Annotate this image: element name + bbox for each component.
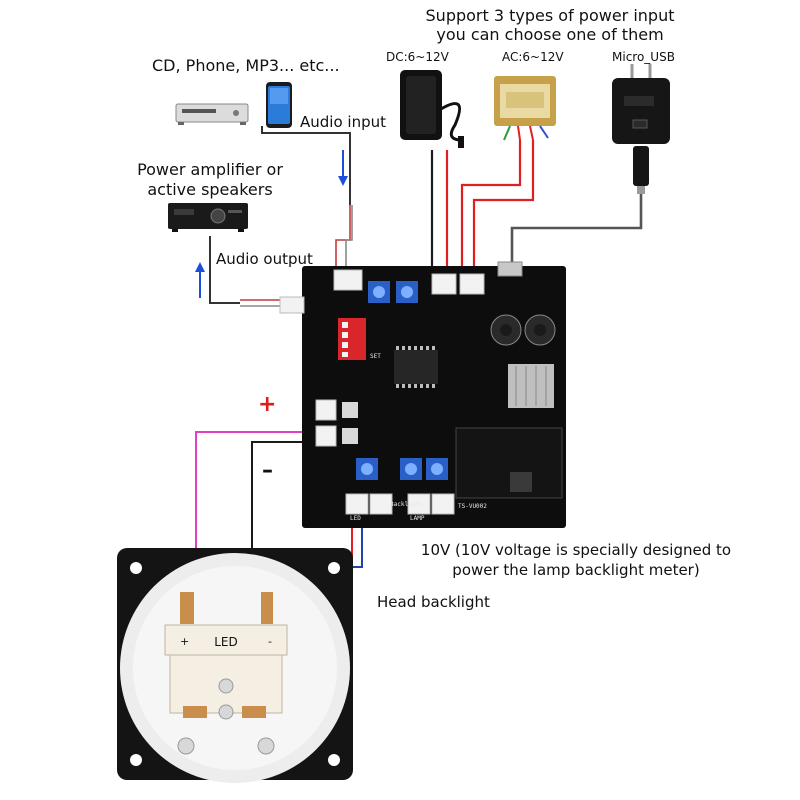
audio-input-arrow <box>338 150 348 186</box>
ac-label: AC:6~12V <box>502 50 564 64</box>
audio-input-lead-white <box>345 205 353 268</box>
audio-input-label: Audio input <box>300 113 386 131</box>
board-label-led: LED <box>350 515 361 522</box>
lamp-voltage-note: 10V (10V voltage is specially designed t… <box>396 540 756 580</box>
heatsink <box>508 364 554 408</box>
power-input-heading: Support 3 types of power input you can c… <box>380 6 720 44</box>
mount-screw <box>218 704 234 720</box>
backlight-connector <box>369 493 393 515</box>
inductor <box>510 472 532 492</box>
led-plate-minus: - <box>268 635 272 648</box>
usb-cable <box>510 185 643 265</box>
board-label-backlight: Backlight <box>390 501 423 508</box>
led-connector <box>345 493 369 515</box>
dc-label: DC:6~12V <box>386 50 449 64</box>
led-plate-label: LED <box>214 635 238 649</box>
main-ic <box>394 350 438 384</box>
vu-driver-board: TS-VU002 SET LED LAMP Backlight <box>279 261 566 528</box>
sources-label: CD, Phone, MP3... etc... <box>152 56 340 75</box>
trim-pot-small-1 <box>342 402 358 418</box>
audio-output-arrow <box>195 262 205 298</box>
head-backlight-label: Head backlight <box>377 593 490 611</box>
trim-pot-small-2 <box>342 428 358 444</box>
led-plate <box>164 624 288 656</box>
audio-input-lead-red <box>335 205 351 268</box>
power-input-heading-line2: you can choose one of them <box>436 25 664 44</box>
audio-output-cable <box>209 236 240 304</box>
dc-adapter-icon <box>400 70 464 148</box>
amplifier-label: Power amplifier or active speakers <box>120 160 300 200</box>
audio-input-cable <box>261 126 351 205</box>
board-model: TS-VU002 <box>458 503 487 510</box>
minus-sign: – <box>262 458 273 483</box>
audio-input-connector <box>333 269 363 291</box>
micro-usb-port <box>497 261 523 277</box>
meter-terminal-negative <box>242 706 266 718</box>
led-plate-plus: + <box>180 635 189 648</box>
center-screw <box>218 678 234 694</box>
power-input-heading-line1: Support 3 types of power input <box>425 6 675 25</box>
meter-connector-l <box>315 399 337 421</box>
led-pin-negative <box>261 592 273 624</box>
phone-icon <box>266 82 292 128</box>
meter-terminal-positive <box>183 706 207 718</box>
led-pin-positive <box>180 592 194 624</box>
meter-connector-r <box>315 425 337 447</box>
lamp-connector-2 <box>431 493 455 515</box>
amplifier-label-line2: active speakers <box>147 180 273 199</box>
lamp-connector <box>407 493 431 515</box>
boost-module <box>455 427 563 499</box>
lamp-voltage-line1: 10V (10V voltage is specially designed t… <box>420 541 732 559</box>
vu-meter: LED + - <box>117 548 353 783</box>
cd-player-icon <box>175 103 249 125</box>
audio-output-label: Audio output <box>216 250 313 268</box>
ac-wire-2 <box>472 140 535 290</box>
board-label-lamp: LAMP <box>410 515 425 522</box>
amplifier-icon <box>168 203 248 232</box>
lamp-voltage-line2: power the lamp backlight meter) <box>452 561 700 579</box>
ac-input-connector <box>459 273 485 295</box>
usb-charger-icon <box>612 64 670 194</box>
board-label-set: SET <box>370 353 381 360</box>
amplifier-label-line1: Power amplifier or <box>137 160 283 179</box>
usb-label: Micro_USB <box>612 50 675 64</box>
dc-input-connector <box>431 273 457 295</box>
transformer-icon <box>494 76 556 141</box>
ac-wire-1 <box>460 140 522 290</box>
plus-sign: + <box>258 392 277 417</box>
audio-output-connector <box>279 296 305 314</box>
